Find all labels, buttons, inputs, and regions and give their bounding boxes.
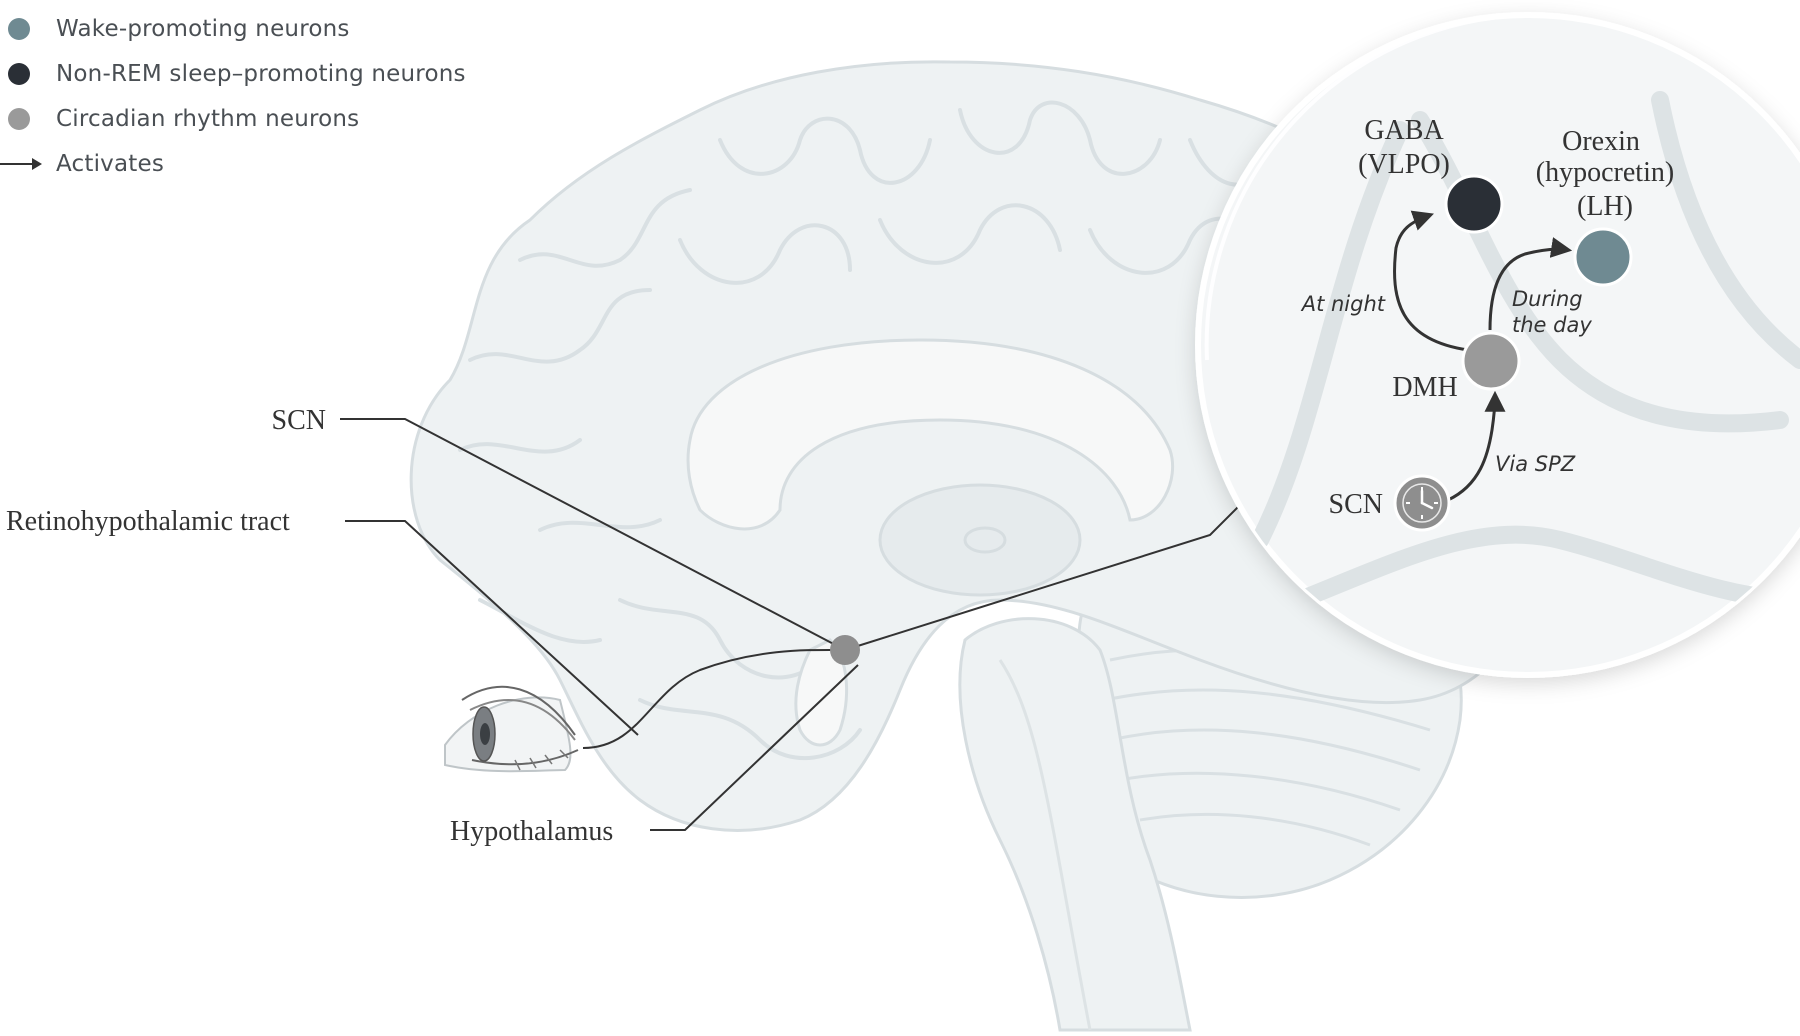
during-day-label-line1: During — [1512, 287, 1583, 311]
legend-item-wake: Wake-promoting neurons — [0, 8, 520, 53]
inset-arrows — [1393, 210, 1573, 502]
legend-item-activates: Activates — [0, 143, 520, 188]
gaba-label-line2: (VLPO) — [1358, 149, 1450, 180]
retino-callout-line — [345, 520, 639, 736]
clock-icon — [1393, 474, 1451, 532]
during-day-label-line2: the day — [1512, 313, 1592, 337]
arrow-icon — [0, 158, 42, 170]
at-night-arrow — [1393, 210, 1469, 352]
wake-neuron-swatch — [8, 18, 30, 40]
orexin-label-line2: (hypocretin) — [1536, 157, 1674, 188]
hypothalamus-callout-label: Hypothalamus — [450, 816, 613, 847]
retino-callout-label: Retinohypothalamic tract — [6, 506, 290, 537]
scn-callout-line — [340, 418, 846, 651]
brainstem — [958, 617, 1192, 1032]
legend: Wake-promoting neurons Non-REM sleep–pro… — [0, 8, 520, 188]
at-night-label: At night — [1300, 292, 1386, 316]
orexin-label-line3: (LH) — [1577, 191, 1633, 222]
orexin-label-line1: Orexin — [1562, 126, 1640, 157]
gaba-vlpo-node — [1444, 174, 1504, 234]
via-spz-arrow — [1447, 390, 1506, 502]
inset-scn-label: SCN — [1329, 489, 1383, 520]
scn-callout-label: SCN — [272, 405, 326, 436]
orexin-lh-node — [1573, 227, 1633, 287]
sleep-neuron-swatch — [8, 63, 30, 85]
dmh-node — [1461, 331, 1521, 391]
legend-item-sleep: Non-REM sleep–promoting neurons — [0, 53, 520, 98]
dmh-label: DMH — [1392, 372, 1457, 403]
legend-label-wake: Wake-promoting neurons — [56, 16, 350, 42]
circadian-neuron-swatch — [8, 108, 30, 130]
eye-icon — [444, 685, 579, 773]
legend-label-activates: Activates — [56, 151, 165, 177]
during-day-arrow — [1488, 237, 1573, 331]
legend-label-circadian: Circadian rhythm neurons — [56, 106, 360, 132]
scn-marker — [830, 635, 860, 665]
optic-path-line — [582, 648, 846, 749]
gaba-label-line1: GABA — [1364, 115, 1444, 146]
via-spz-label: Via SPZ — [1495, 452, 1576, 476]
legend-label-sleep: Non-REM sleep–promoting neurons — [56, 61, 466, 87]
legend-item-circadian: Circadian rhythm neurons — [0, 98, 520, 143]
hypothalamus-callout-line — [650, 664, 859, 831]
